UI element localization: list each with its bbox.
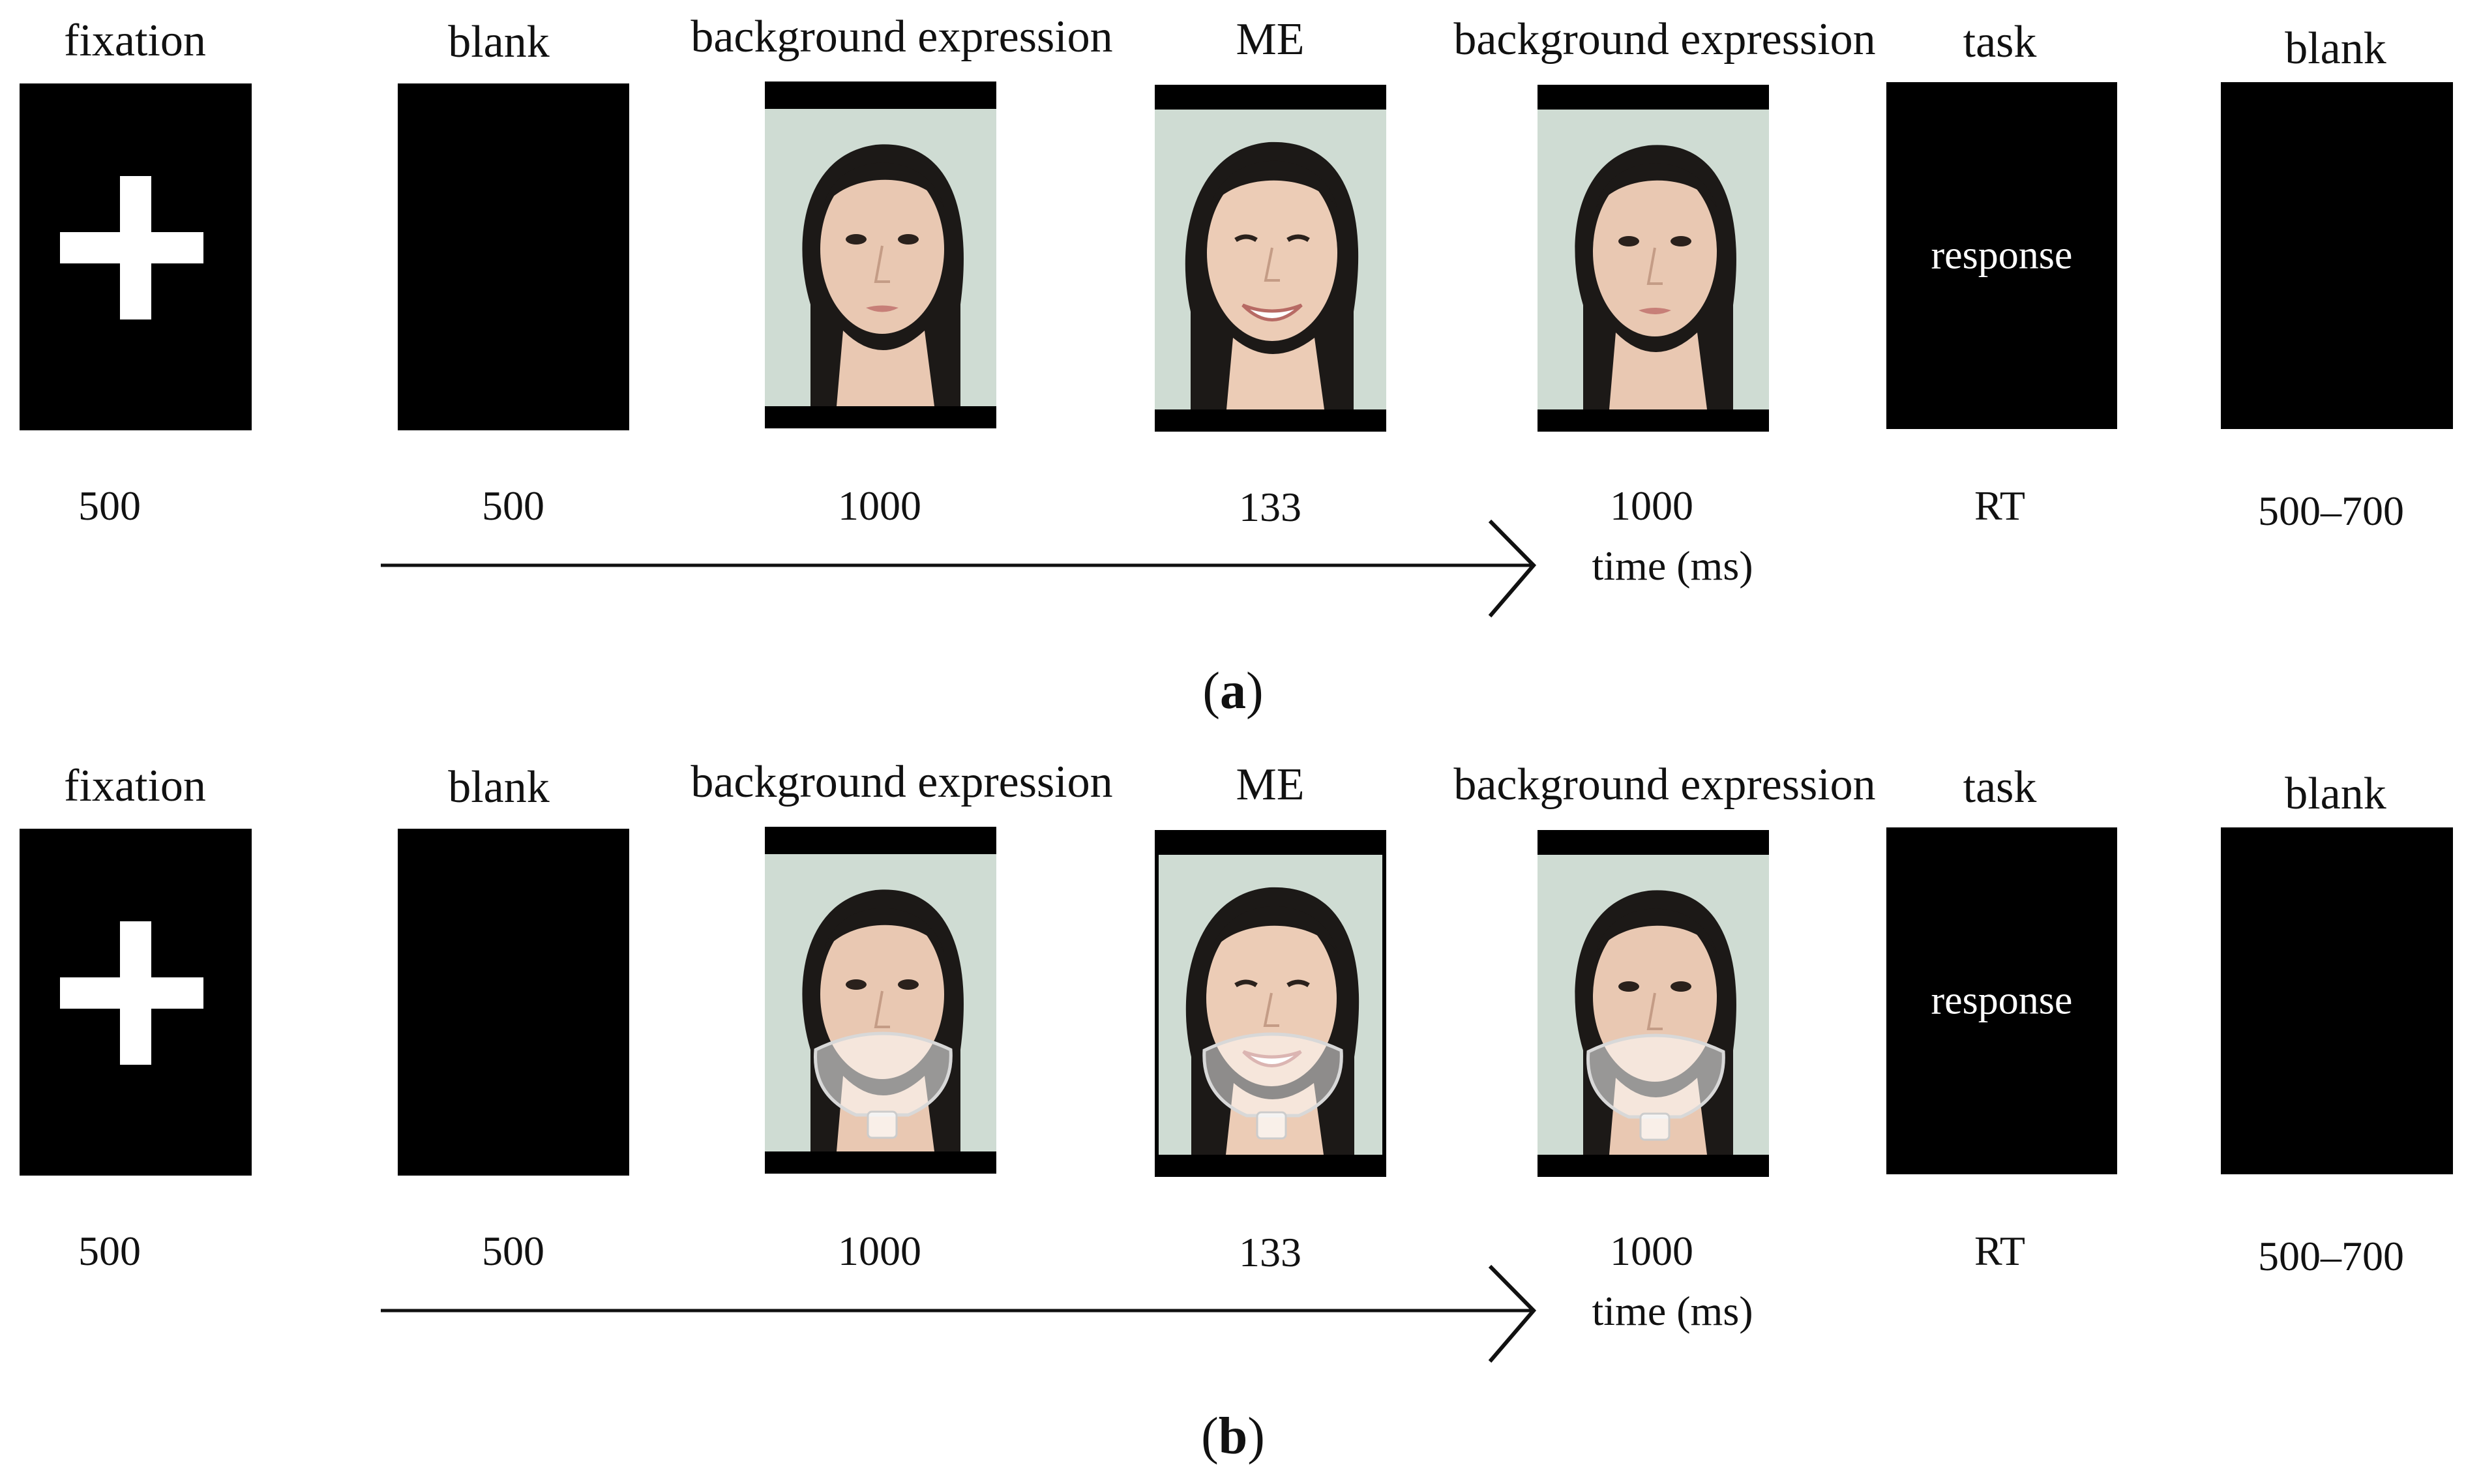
me-screen xyxy=(1155,85,1386,432)
stage-label-task: task xyxy=(1963,17,2037,67)
stage-label-me: ME xyxy=(1236,14,1305,65)
stage-label-background-expression: background expression xyxy=(691,757,1113,807)
neutral-masked-face-image-2 xyxy=(1538,855,1769,1155)
duration-background-expression: 1000 xyxy=(838,482,921,529)
smiling-masked-face-image xyxy=(1159,855,1382,1155)
background-expression-screen-2 xyxy=(1538,85,1769,432)
neutral-face-image xyxy=(765,109,996,406)
stage-label-blank-2: blank xyxy=(2285,23,2386,74)
blank-screen-2 xyxy=(2221,82,2453,429)
duration-fixation: 500 xyxy=(78,1228,141,1274)
stage-label-task: task xyxy=(1963,762,2037,812)
background-expression-screen xyxy=(765,82,996,428)
stage-label-fixation: fixation xyxy=(64,16,206,66)
neutral-face-image-2 xyxy=(1538,110,1769,409)
stage-label-fixation: fixation xyxy=(64,761,206,811)
duration-blank: 500 xyxy=(482,482,544,529)
duration-background-expression: 1000 xyxy=(838,1228,921,1274)
stage-label-background-expression-2: background expression xyxy=(1453,14,1876,65)
stage-label-me: ME xyxy=(1236,760,1305,810)
stage-label-blank: blank xyxy=(448,762,550,812)
smiling-face-image xyxy=(1155,110,1386,409)
duration-blank-2: 500–700 xyxy=(2258,488,2404,534)
fixation-cross-bar xyxy=(60,977,203,1009)
time-arrow xyxy=(381,519,1537,617)
background-expression-screen xyxy=(765,827,996,1174)
blank-screen xyxy=(398,83,629,430)
axis-label-time: time (ms) xyxy=(1592,542,1753,589)
duration-task: RT xyxy=(1974,1228,2025,1274)
time-arrow xyxy=(381,1264,1537,1363)
duration-fixation: 500 xyxy=(78,482,141,529)
duration-me: 133 xyxy=(1239,484,1301,530)
duration-blank-2: 500–700 xyxy=(2258,1233,2404,1279)
fixation-cross-bar xyxy=(60,232,203,263)
background-expression-screen-2 xyxy=(1538,830,1769,1177)
stage-label-blank-2: blank xyxy=(2285,769,2386,819)
duration-background-expression-2: 1000 xyxy=(1610,1228,1693,1274)
panel-a: fixation blank background expression ME … xyxy=(0,0,2466,739)
blank-screen-2 xyxy=(2221,827,2453,1174)
stage-label-background-expression: background expression xyxy=(691,12,1113,62)
neutral-masked-face-image xyxy=(765,854,996,1151)
panel-b: fixation blank background expression ME … xyxy=(0,745,2466,1484)
fixation-screen xyxy=(20,83,252,430)
me-screen xyxy=(1155,830,1386,1177)
response-screen: response xyxy=(1886,827,2117,1174)
stage-label-blank: blank xyxy=(448,17,550,67)
blank-screen xyxy=(398,829,629,1176)
duration-blank: 500 xyxy=(482,1228,544,1274)
duration-task: RT xyxy=(1974,482,2025,529)
fixation-screen xyxy=(20,829,252,1176)
duration-me: 133 xyxy=(1239,1229,1301,1275)
axis-label-time: time (ms) xyxy=(1592,1288,1753,1334)
panel-caption-a: (a) xyxy=(1202,662,1264,720)
response-text: response xyxy=(1931,233,2073,278)
duration-background-expression-2: 1000 xyxy=(1610,482,1693,529)
panel-caption-b: (b) xyxy=(1201,1408,1265,1465)
stage-label-background-expression-2: background expression xyxy=(1453,760,1876,810)
response-text: response xyxy=(1931,978,2073,1023)
response-screen: response xyxy=(1886,82,2117,429)
